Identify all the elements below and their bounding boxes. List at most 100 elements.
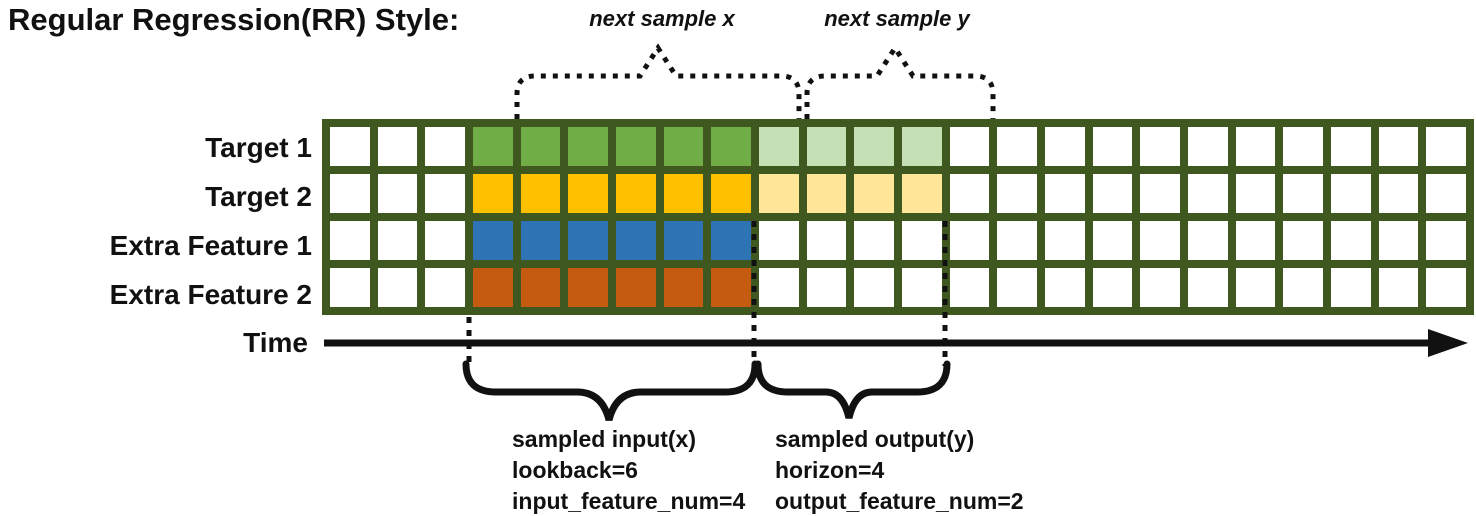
grid-cell [1426,174,1466,213]
grid-cell [1235,221,1276,260]
sampled-input-caption: sampled input(x) lookback=6 input_featur… [512,424,745,516]
grid-cell [902,221,942,260]
sampled-input-brace-icon [462,360,759,421]
grid-cell [854,221,894,260]
grid-cell [1092,127,1133,166]
time-axis-arrowhead-icon [1428,329,1468,357]
grid-cell [854,174,894,213]
grid-cell [616,127,656,166]
grid-cell [1283,127,1323,166]
grid-cell [1092,174,1133,213]
next-sample-x-brace-icon [514,43,802,119]
grid-cell [759,127,799,166]
grid-cell [1092,268,1133,307]
grid-cell [759,174,799,213]
grid-cell [425,268,465,307]
grid-cell [616,268,656,307]
grid-cell [1140,268,1180,307]
input-feature-num-value: input_feature_num=4 [512,488,746,514]
grid-cell [425,221,465,260]
grid-cell [711,221,751,260]
grid-cell [949,268,990,307]
grid-cell [1331,127,1371,166]
grid-cell [377,221,418,260]
grid-cell [1235,174,1276,213]
grid-cell [1378,268,1419,307]
grid-cell [568,221,608,260]
grid-cell [997,268,1037,307]
grid-cell [806,221,847,260]
next-sample-y-brace-icon [804,43,996,119]
grid-cell [330,221,370,260]
feature-grid [322,119,1474,315]
grid-cell [1140,174,1180,213]
grid-cell [902,127,942,166]
output-feature-num-value: output_feature_num=2 [775,488,1024,514]
row-label-extra-feature-2: Extra Feature 2 [109,279,312,310]
grid-cell [663,268,704,307]
grid-cell [425,174,465,213]
grid-cell [520,127,561,166]
grid-cell [425,127,465,166]
grid-cell [1045,127,1085,166]
grid-cell [1045,174,1085,213]
grid-cell [1140,127,1180,166]
grid-cell [1045,221,1085,260]
row-label-extra-feature-1: Extra Feature 1 [109,230,312,261]
grid-cell [473,221,513,260]
grid-cell [1331,268,1371,307]
grid-cell [1426,268,1466,307]
row-label-target-1: Target 1 [205,132,312,163]
grid-cell [473,174,513,213]
grid-cell [806,268,847,307]
grid-cell [759,221,799,260]
grid-cell [377,127,418,166]
grid-cell [330,127,370,166]
grid-cell [520,221,561,260]
grid-cell [1283,174,1323,213]
sampled-output-brace-icon [754,360,951,419]
grid-cell [1188,268,1228,307]
grid-cell [759,268,799,307]
grid-cell [902,174,942,213]
grid-cell [1426,221,1466,260]
grid-cell [473,127,513,166]
lookback-value: lookback=6 [512,457,638,483]
grid-cell [1378,127,1419,166]
grid-cell [854,127,894,166]
grid-cell [1378,174,1419,213]
grid-cell [1140,221,1180,260]
grid-cell [997,127,1037,166]
grid-cell [1283,268,1323,307]
grid-cell [1283,221,1323,260]
grid-cell [806,127,847,166]
grid-cell [1188,221,1228,260]
grid-cell [568,174,608,213]
grid-cell [1188,127,1228,166]
grid-cell [520,174,561,213]
sampled-output-title: sampled output(y) [775,426,975,452]
horizon-value: horizon=4 [775,457,885,483]
grid-cell [616,174,656,213]
grid-cell [1331,221,1371,260]
grid-cell [473,268,513,307]
grid-cell [949,127,990,166]
grid-cell [949,221,990,260]
next-sample-y-label: next sample y [824,6,970,31]
sampled-output-caption: sampled output(y) horizon=4 output_featu… [775,424,1024,516]
grid-cell [997,221,1037,260]
grid-cell [568,268,608,307]
page-title: Regular Regression(RR) Style: [8,2,460,37]
row-label-target-2: Target 2 [205,181,312,212]
grid-cell [568,127,608,166]
grid-cell [854,268,894,307]
grid-cell [902,268,942,307]
grid-cell [520,268,561,307]
grid-cell [997,174,1037,213]
grid-cell [663,127,704,166]
grid-cell [1235,268,1276,307]
grid-cell [1378,221,1419,260]
grid-cell [663,221,704,260]
grid-cell [1331,174,1371,213]
grid-cell [711,174,751,213]
